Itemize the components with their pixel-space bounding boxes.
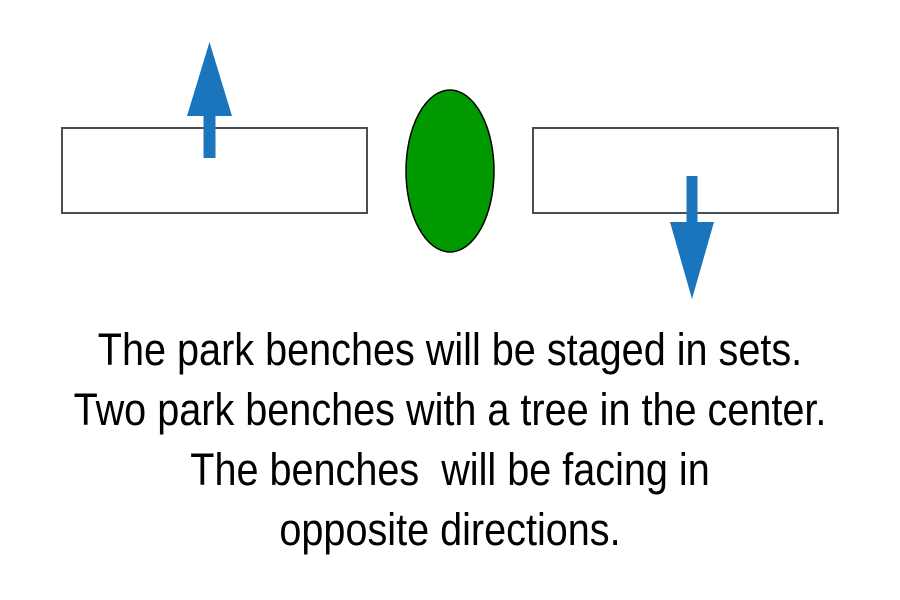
right-bench-rectangle: [532, 127, 839, 214]
tree-ellipse: [405, 89, 495, 253]
bench-tree-diagram: [61, 42, 839, 299]
arrow-down-icon: [670, 176, 714, 299]
caption-line-4: opposite directions.: [279, 504, 621, 555]
arrow-up-icon: [187, 42, 232, 158]
caption-line-3: The benches will be facing in: [190, 444, 710, 495]
caption-text: The park benches will be staged in sets.…: [0, 320, 900, 560]
caption-line-2: Two park benches with a tree in the cent…: [73, 384, 827, 435]
caption-line-1: The park benches will be staged in sets.: [97, 324, 803, 375]
